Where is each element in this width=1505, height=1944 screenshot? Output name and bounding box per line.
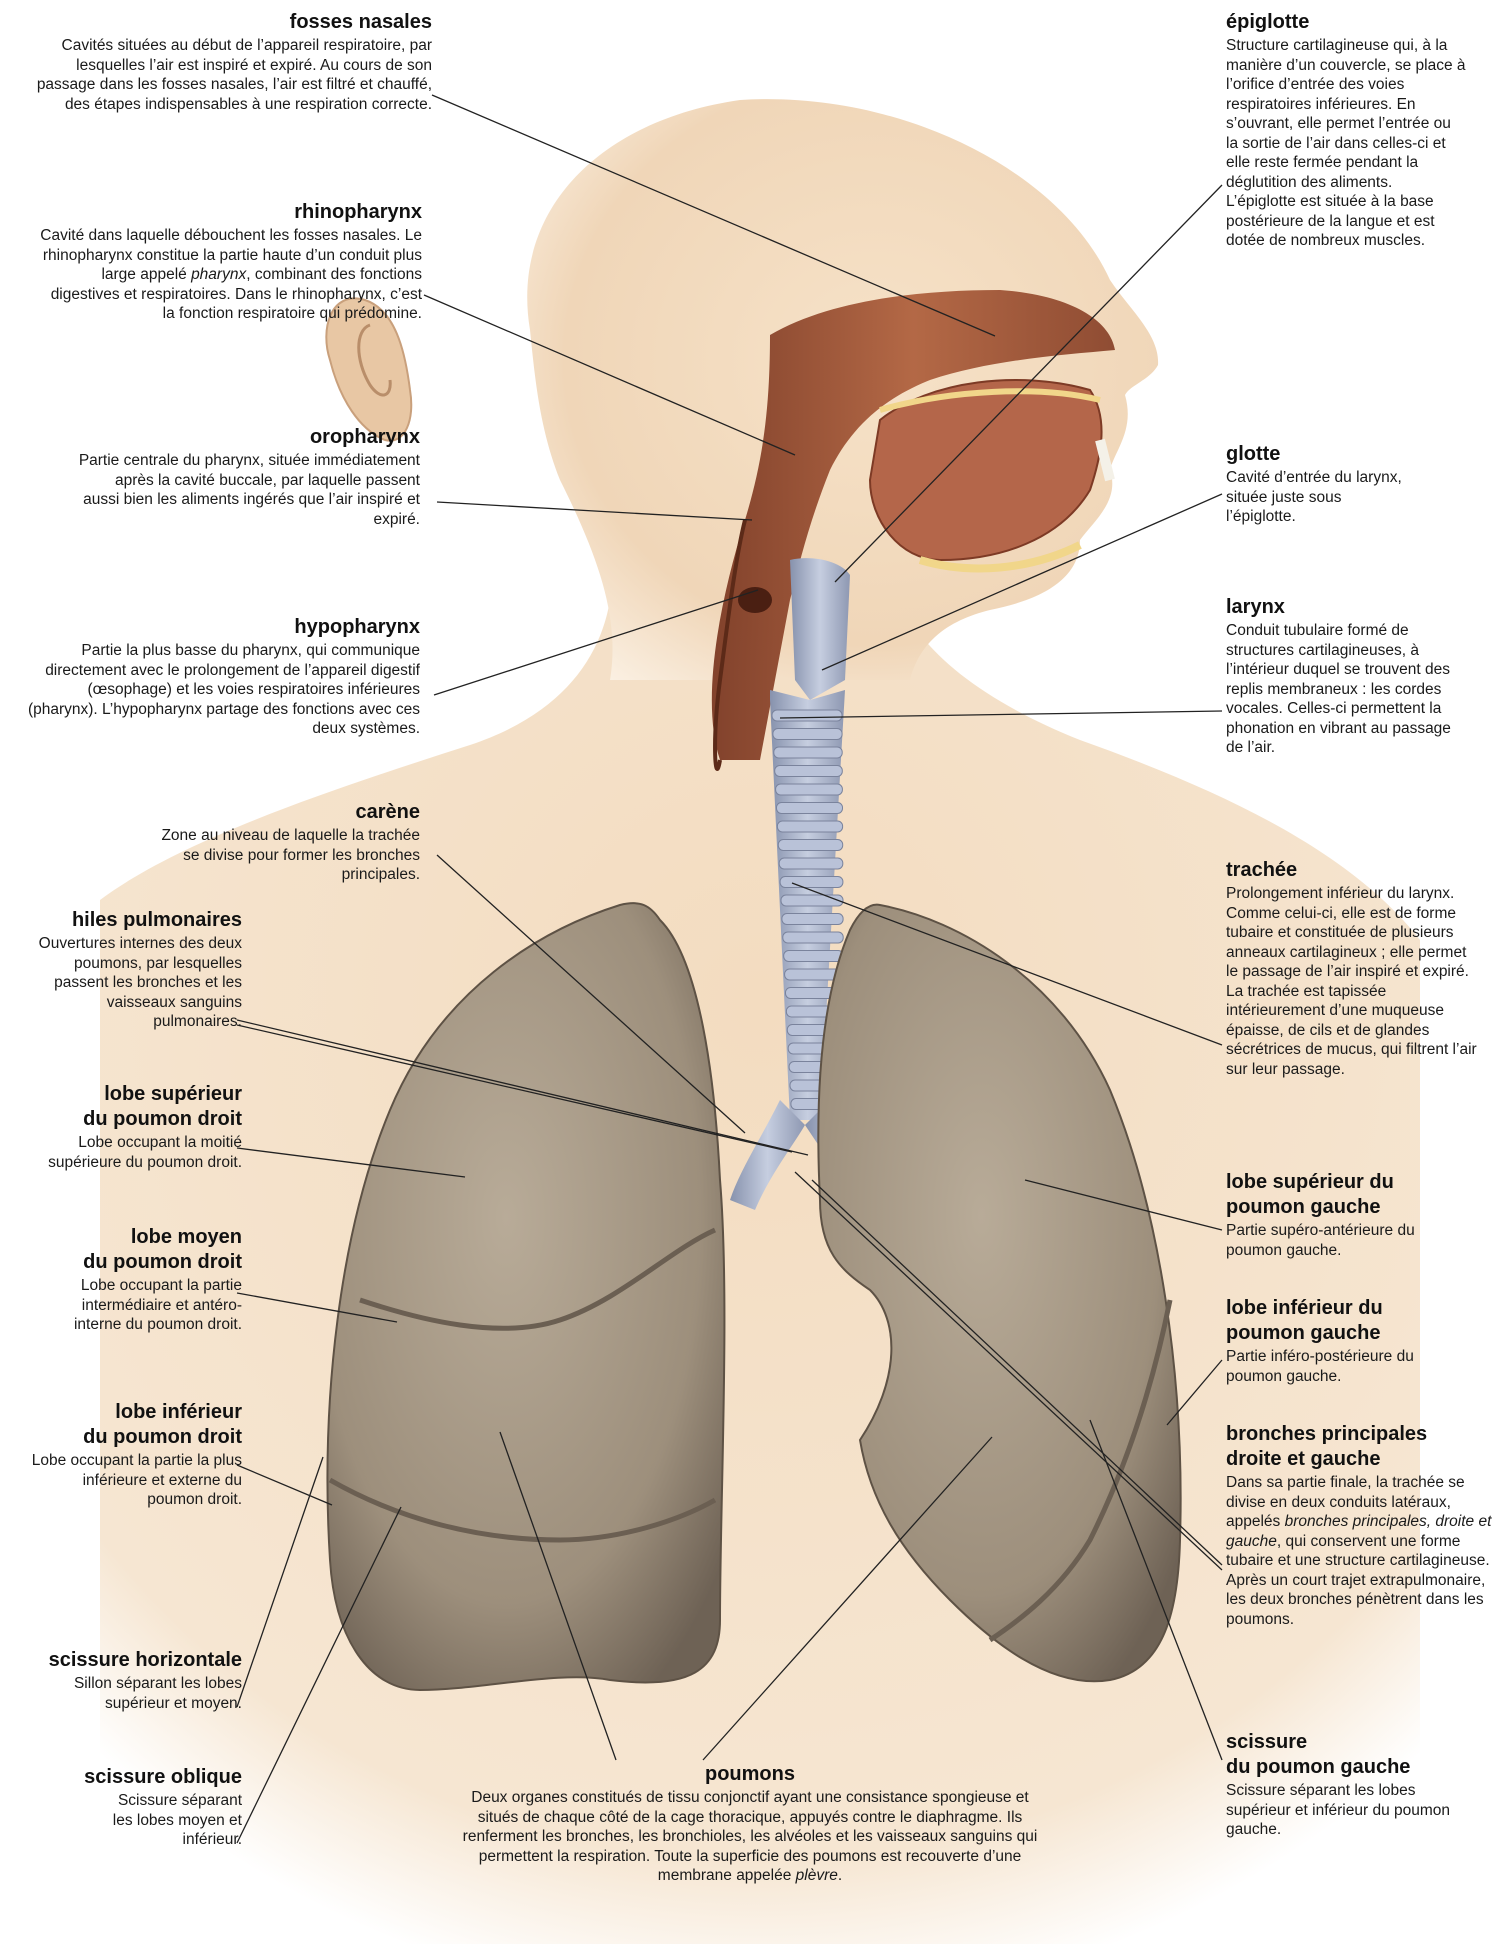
label-title: poumons [450, 1762, 1050, 1787]
label-title-line: du poumon droit [83, 1251, 242, 1273]
trachea-ring [776, 784, 843, 795]
label-title-line: poumon gauche [1226, 1196, 1380, 1218]
label-title: hypopharynx [25, 615, 420, 640]
label-fosses-nasales: fosses nasales Cavités situées au début … [15, 10, 432, 114]
label-lobe-inferieur-gauche: lobe inférieur du poumon gauche Partie in… [1226, 1296, 1466, 1386]
label-scissure-oblique: scissure oblique Scissure séparant les l… [55, 1765, 242, 1850]
label-text-em: pharynx [191, 266, 246, 283]
label-title: scissure oblique [55, 1765, 242, 1790]
label-title: épiglotte [1226, 10, 1466, 35]
label-title: carène [150, 800, 420, 825]
label-title-line: lobe supérieur du [1226, 1171, 1394, 1193]
label-title: larynx [1226, 595, 1466, 620]
label-title-line: poumon gauche [1226, 1322, 1380, 1344]
trachea-ring [783, 932, 843, 943]
label-text: Cavités situées au début de l’appareil r… [15, 36, 432, 114]
label-text: Partie la plus basse du pharynx, qui com… [25, 641, 420, 739]
trachea-ring [784, 951, 844, 962]
label-title: lobe inférieur du poumon gauche [1226, 1296, 1466, 1346]
label-text: Lobe occupant la partie la plus inférieu… [30, 1451, 242, 1510]
label-title: rhinopharynx [40, 200, 422, 225]
label-rhinopharynx: rhinopharynx Cavité dans laquelle débouc… [40, 200, 422, 324]
label-text: Cavité dans laquelle débouchent les foss… [40, 226, 422, 324]
label-text: Zone au niveau de laquelle la trachée se… [150, 826, 420, 885]
label-lobe-moyen-droit: lobe moyen du poumon droit Lobe occupant … [40, 1225, 242, 1335]
label-text: Dans sa partie finale, la trachée se div… [1226, 1473, 1504, 1629]
label-text: Partie centrale du pharynx, située imméd… [75, 451, 420, 529]
label-title-line: lobe supérieur [104, 1083, 242, 1105]
trachea-ring [777, 803, 843, 814]
label-title: lobe moyen du poumon droit [40, 1225, 242, 1275]
label-hiles-pulmonaires: hiles pulmonaires Ouvertures internes de… [20, 908, 242, 1032]
trachea-ring [772, 710, 842, 721]
label-title: bronches principales droite et gauche [1226, 1422, 1504, 1472]
label-text: Sillon séparant les lobes supérieur et m… [15, 1674, 242, 1713]
label-bronches-principales: bronches principales droite et gauche Dan… [1226, 1422, 1504, 1629]
label-epiglotte: épiglotte Structure cartilagineuse qui, … [1226, 10, 1466, 251]
label-lobe-inferieur-droit: lobe inférieur du poumon droit Lobe occup… [30, 1400, 242, 1510]
trachea-ring [782, 914, 843, 925]
label-text: Partie inféro-postérieure du poumon gauc… [1226, 1347, 1466, 1386]
label-text-part: . [838, 1867, 842, 1884]
label-title-line: lobe inférieur [115, 1401, 242, 1423]
trachea-ring [778, 840, 842, 851]
label-title-line: du poumon droit [83, 1108, 242, 1130]
label-title-line: scissure [1226, 1731, 1307, 1753]
label-title-line: bronches principales [1226, 1423, 1427, 1445]
label-lobe-superieur-gauche: lobe supérieur du poumon gauche Partie su… [1226, 1170, 1466, 1260]
label-title: trachée [1226, 858, 1481, 883]
label-title: glotte [1226, 442, 1406, 467]
trachea-ring [774, 747, 842, 758]
label-title-line: lobe inférieur du [1226, 1297, 1383, 1319]
label-title: fosses nasales [15, 10, 432, 35]
trachea-ring [775, 766, 843, 777]
label-title-line: du poumon gauche [1226, 1756, 1410, 1778]
label-title-line: droite et gauche [1226, 1448, 1380, 1470]
label-title: lobe inférieur du poumon droit [30, 1400, 242, 1450]
label-text: Ouvertures internes des deux poumons, pa… [20, 934, 242, 1032]
label-trachee: trachée Prolongement inférieur du larynx… [1226, 858, 1481, 1079]
label-glotte: glotte Cavité d’entrée du larynx, située… [1226, 442, 1406, 527]
label-larynx: larynx Conduit tubulaire formé de struct… [1226, 595, 1466, 758]
label-carene: carène Zone au niveau de laquelle la tra… [150, 800, 420, 885]
label-text: Scissure séparant les lobes moyen et inf… [55, 1791, 242, 1850]
label-text: Structure cartilagineuse qui, à la maniè… [1226, 36, 1466, 251]
label-title-line: lobe moyen [131, 1226, 242, 1248]
label-scissure-gauche: scissure du poumon gauche Scissure sépara… [1226, 1730, 1466, 1840]
trachea-ring [780, 877, 843, 888]
label-title: lobe supérieur du poumon droit [8, 1082, 242, 1132]
label-oropharynx: oropharynx Partie centrale du pharynx, s… [75, 425, 420, 529]
label-title: hiles pulmonaires [20, 908, 242, 933]
label-text-part: Deux organes constitués de tissu conjonc… [463, 1789, 1038, 1884]
trachea-ring [781, 895, 843, 906]
label-text: Scissure séparant les lobes supérieur et… [1226, 1781, 1466, 1840]
trachea-ring [773, 729, 842, 740]
label-text-em: plèvre [796, 1867, 838, 1884]
label-text: Prolongement inférieur du larynx. Comme … [1226, 884, 1481, 1079]
label-text: Conduit tubulaire formé de structures ca… [1226, 621, 1466, 758]
trachea-ring [779, 858, 843, 869]
label-title: scissure du poumon gauche [1226, 1730, 1466, 1780]
label-text: Lobe occupant la moitié supérieure du po… [8, 1133, 242, 1172]
label-lobe-superieur-droit: lobe supérieur du poumon droit Lobe occup… [8, 1082, 242, 1172]
label-hypopharynx: hypopharynx Partie la plus basse du phar… [25, 615, 420, 739]
trachea-ring [777, 821, 842, 832]
label-title: oropharynx [75, 425, 420, 450]
label-text: Partie supéro-antérieure du poumon gauch… [1226, 1221, 1466, 1260]
label-title-line: du poumon droit [83, 1426, 242, 1448]
label-text: Cavité d’entrée du larynx, située juste … [1226, 468, 1406, 527]
label-title: scissure horizontale [15, 1648, 242, 1673]
label-title: lobe supérieur du poumon gauche [1226, 1170, 1466, 1220]
label-poumons: poumons Deux organes constitués de tissu… [450, 1762, 1050, 1886]
label-text: Lobe occupant la partie intermédiaire et… [40, 1276, 242, 1335]
label-scissure-horizontale: scissure horizontale Sillon séparant les… [15, 1648, 242, 1713]
label-text: Deux organes constitués de tissu conjonc… [450, 1788, 1050, 1886]
